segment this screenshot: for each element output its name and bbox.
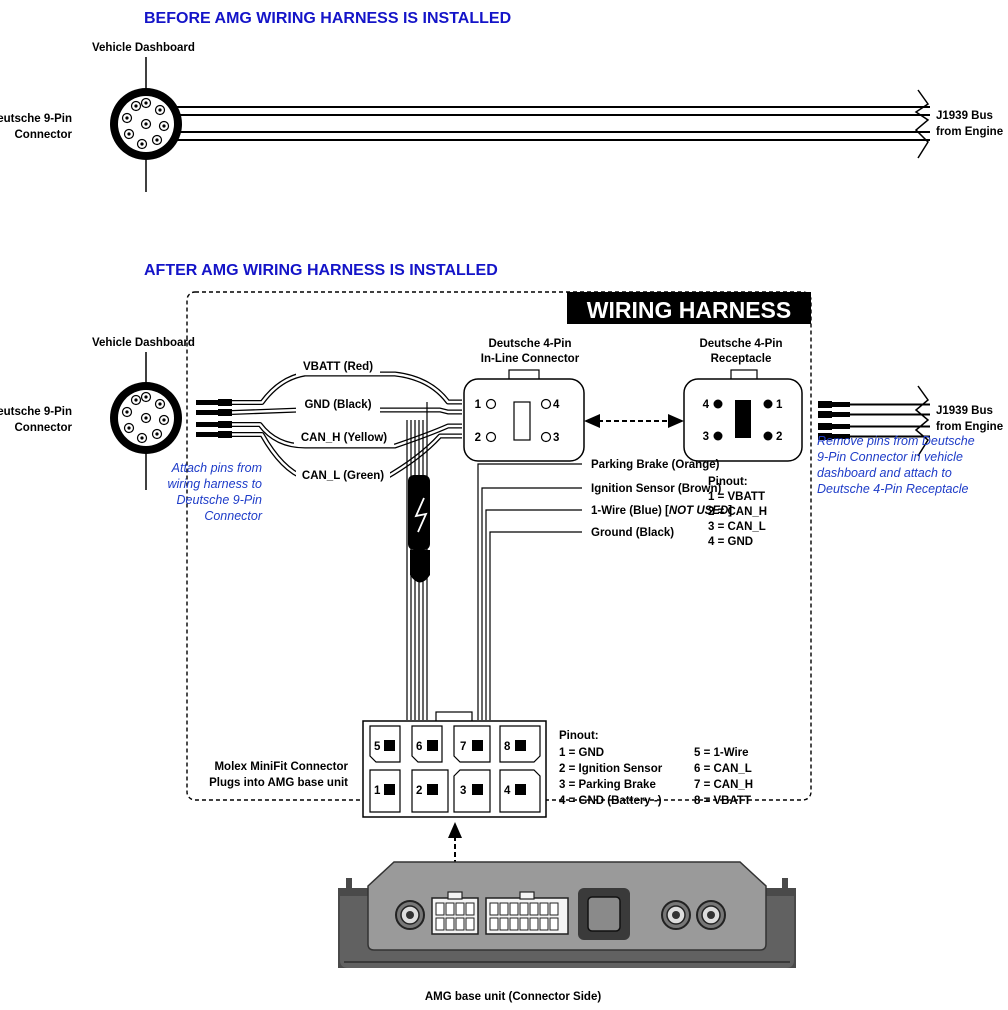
wire-label-gnd: GND (Black)	[296, 395, 380, 413]
svg-text:1: 1	[374, 785, 381, 797]
before-bus-label-line2: from Engine	[936, 126, 1003, 138]
harness-banner	[567, 292, 811, 324]
svg-text:2: 2	[776, 431, 782, 443]
molex-wire-onewire: 1-Wire (Blue) [NOT USED]	[591, 505, 732, 517]
after-break-mark	[914, 385, 930, 457]
svg-text:4: 4	[553, 399, 560, 411]
after-bus-label-line1: J1939 Bus	[936, 405, 993, 417]
svg-text:4: 4	[703, 399, 710, 411]
svg-text:1: 1	[776, 399, 783, 411]
right-note: Remove pins from Deutsche 9-Pin Connecto…	[817, 434, 975, 496]
before-bus-wires	[176, 106, 930, 141]
before-connector-label-line1: Deutsche 9-Pin	[0, 113, 72, 125]
svg-text:2 = Ignition Sensor: 2 = Ignition Sensor	[559, 763, 663, 775]
svg-text:Attach pins from: Attach pins from	[171, 461, 262, 475]
molex-port	[431, 891, 479, 935]
svg-text:8 = VBATT: 8 = VBATT	[694, 795, 751, 807]
svg-text:6: 6	[416, 741, 422, 753]
molex-label-line2: Plugs into AMG base unit	[209, 777, 348, 789]
svg-text:8: 8	[504, 741, 511, 753]
svg-text:3 = Parking Brake: 3 = Parking Brake	[559, 779, 656, 791]
svg-text:4: 4	[504, 785, 511, 797]
base-unit-label: AMG base unit (Connector Side)	[425, 991, 602, 1003]
left-pin-tips	[196, 399, 232, 438]
right-pin-tips	[818, 401, 850, 440]
svg-text:3 = CAN_L: 3 = CAN_L	[708, 521, 766, 533]
before-break-mark	[914, 89, 930, 159]
svg-text:2: 2	[475, 432, 481, 444]
round-port-mid	[661, 900, 691, 930]
after-bus-wires	[850, 403, 930, 438]
svg-text:dashboard and attach to: dashboard and attach to	[817, 466, 952, 480]
receptacle-label-line2: Receptacle	[711, 353, 772, 365]
wide-port	[485, 891, 569, 935]
svg-text:1 = GND: 1 = GND	[559, 747, 604, 759]
square-port	[578, 888, 630, 940]
svg-text:5 = 1-Wire: 5 = 1-Wire	[694, 747, 749, 759]
svg-text:Deutsche 4-Pin Receptacle: Deutsche 4-Pin Receptacle	[817, 482, 969, 496]
svg-text:3: 3	[703, 431, 709, 443]
before-title: BEFORE AMG WIRING HARNESS IS INSTALLED	[144, 10, 511, 27]
round-port-right	[696, 900, 726, 930]
svg-text:Deutsche 9-Pin: Deutsche 9-Pin	[177, 493, 263, 507]
after-connector-label-line1: Deutsche 9-Pin	[0, 406, 72, 418]
after-bus-label-line2: from Engine	[936, 421, 1003, 433]
after-connector-label-line2: Connector	[15, 422, 73, 434]
before-dashboard-label: Vehicle Dashboard	[92, 42, 195, 54]
molex-wire-ignition: Ignition Sensor (Brown)	[591, 483, 721, 495]
molex-connector: 5 6 7 8 1 2 3 4	[362, 711, 547, 818]
svg-text:6 = CAN_L: 6 = CAN_L	[694, 763, 752, 775]
molex-wire-ground: Ground (Black)	[591, 527, 674, 539]
svg-text:4 = GND: 4 = GND	[708, 536, 753, 548]
svg-text:3: 3	[460, 785, 466, 797]
harness-banner-label: WIRING HARNESS	[587, 297, 791, 323]
receptacle-pinout: Pinout: 1 = VBATT 2 = CAN_H 3 = CAN_L 4 …	[708, 476, 767, 548]
svg-text:5: 5	[374, 741, 381, 753]
svg-text:wiring harness to: wiring harness to	[168, 477, 263, 491]
receptacle-label-line1: Deutsche 4-Pin	[699, 338, 782, 350]
svg-text:1 = VBATT: 1 = VBATT	[708, 491, 765, 503]
svg-text:2 = CAN_H: 2 = CAN_H	[708, 506, 767, 518]
svg-text:Pinout:: Pinout:	[559, 730, 599, 742]
receptacle-connector: 4 1 3 2	[683, 369, 803, 462]
svg-text:VBATT (Red): VBATT (Red)	[303, 361, 373, 373]
svg-text:CAN_H (Yellow): CAN_H (Yellow)	[301, 432, 387, 444]
before-9pin-connector	[110, 88, 182, 160]
harness-bundle	[406, 402, 430, 720]
svg-text:7 = CAN_H: 7 = CAN_H	[694, 779, 753, 791]
svg-text:7: 7	[460, 741, 466, 753]
svg-text:2: 2	[416, 785, 422, 797]
svg-text:CAN_L (Green): CAN_L (Green)	[302, 470, 384, 482]
svg-text:9-Pin Connector in vehicle: 9-Pin Connector in vehicle	[817, 450, 963, 464]
svg-text:Pinout:: Pinout:	[708, 476, 748, 488]
after-dashboard-label: Vehicle Dashboard	[92, 337, 195, 349]
connector-arrow	[584, 414, 684, 428]
svg-text:1: 1	[475, 399, 482, 411]
after-title: AFTER AMG WIRING HARNESS IS INSTALLED	[144, 262, 498, 279]
wire-label-can-h: CAN_H (Yellow)	[294, 428, 394, 446]
svg-text:3: 3	[553, 432, 559, 444]
molex-side-wires	[477, 463, 582, 720]
inline-label-line1: Deutsche 4-Pin	[488, 338, 571, 350]
svg-text:4 = GND (Battery -): 4 = GND (Battery -)	[559, 795, 662, 807]
left-note: Attach pins from wiring harness to Deuts…	[168, 461, 263, 523]
wire-label-vbatt: VBATT (Red)	[296, 357, 380, 375]
amg-base-unit	[338, 861, 796, 968]
svg-text:Connector: Connector	[204, 509, 263, 523]
inline-connector: 1 4 2 3	[463, 369, 585, 462]
round-port-left	[395, 900, 425, 930]
after-9pin-connector	[110, 382, 182, 454]
svg-text:Remove pins from Deutsche: Remove pins from Deutsche	[817, 434, 975, 448]
molex-wire-parking-brake: Parking Brake (Orange)	[591, 459, 720, 471]
svg-text:GND (Black): GND (Black)	[304, 399, 371, 411]
molex-label-line1: Molex MiniFit Connector	[214, 761, 348, 773]
wire-label-can-l: CAN_L (Green)	[296, 466, 390, 484]
inline-label-line2: In-Line Connector	[481, 353, 580, 365]
before-connector-label-line2: Connector	[15, 129, 73, 141]
before-bus-label-line1: J1939 Bus	[936, 110, 993, 122]
molex-pinout: Pinout: 1 = GND 2 = Ignition Sensor 3 = …	[559, 730, 753, 807]
